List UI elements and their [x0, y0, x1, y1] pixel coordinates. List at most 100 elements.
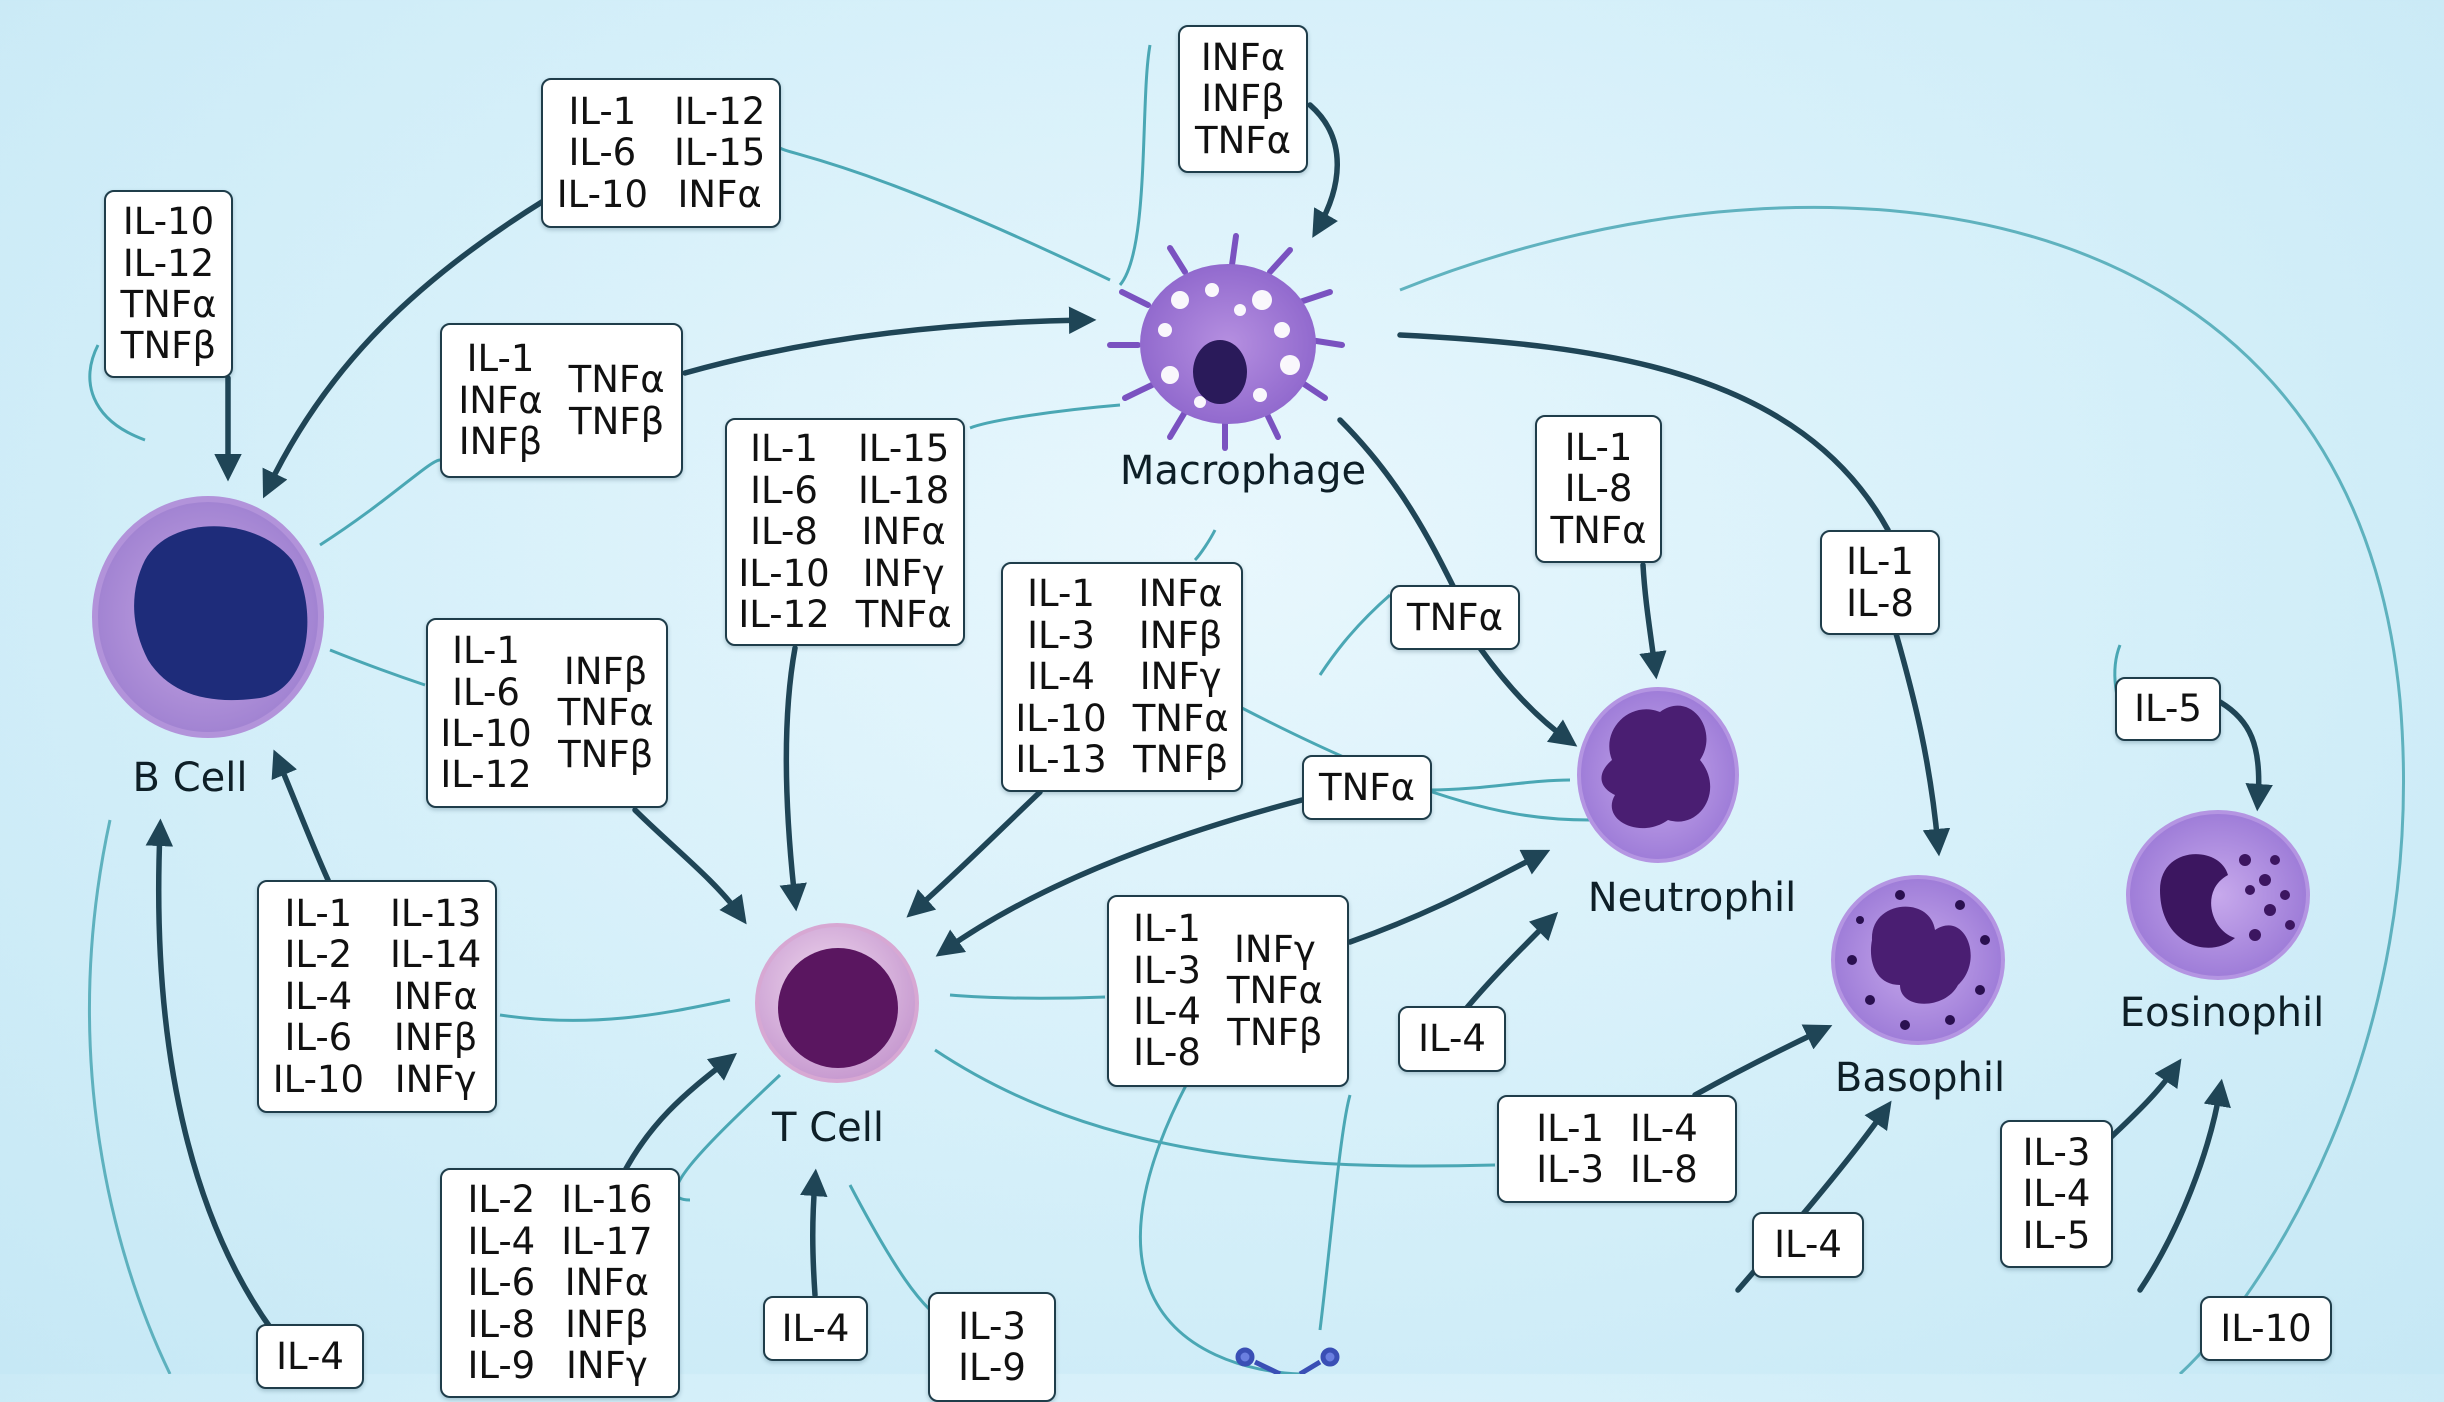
arrow-up-to-neutrophil: [1462, 911, 1559, 1013]
cytokine-label: IL-1: [1846, 540, 1914, 584]
cytokine-label: IL-1: [1564, 425, 1633, 469]
arrow-up-to-bcell: [145, 818, 275, 1333]
cytokine-label: IL-13: [390, 891, 482, 935]
cytokine-label: IL-17: [561, 1219, 653, 1263]
cytokine-box-bottom-to-eosinophil-b: IL-10: [2200, 1296, 2332, 1361]
cytokine-label: IL-14: [390, 933, 482, 977]
cytokine-box-bottom-to-tcell-b: IL-4: [763, 1296, 868, 1361]
cytokine-label: IL-10: [556, 172, 648, 216]
cytokine-label: TNFβ: [1227, 1010, 1323, 1054]
cytokine-label: INFγ: [566, 1344, 648, 1388]
arrow-to-tcell-a: [779, 645, 807, 912]
partial-cell-bottom: [1235, 1347, 1340, 1374]
cytokine-label: IL-4: [1774, 1223, 1842, 1267]
cytokine-column: IL-4: [1418, 1018, 1486, 1060]
cytokine-label: TNFα: [1195, 118, 1291, 162]
cytokine-label: IL-1: [1027, 572, 1095, 616]
cytokine-label: IL-1: [284, 891, 353, 935]
cytokine-label: INFβ: [565, 1302, 649, 1346]
cytokine-label: IL-6: [284, 1016, 353, 1060]
cytokine-label: IL-9: [467, 1344, 536, 1388]
cytokine-label: IL-4: [1027, 655, 1095, 699]
cytokine-label: IL-9: [958, 1346, 1026, 1389]
cytokine-label: IL-1: [568, 89, 637, 133]
cytokine-label: INFα: [1200, 35, 1286, 79]
cytokine-label: IL-1: [466, 337, 535, 381]
cytokine-label: IL-13: [1015, 738, 1107, 782]
cytokine-label: INFβ: [563, 649, 648, 693]
cytokine-label: IL-4: [276, 1334, 344, 1378]
cytokine-label: IL-10: [272, 1057, 364, 1101]
cytokine-label: INFβ: [1138, 613, 1223, 657]
cytokine-label: IL-12: [440, 753, 532, 797]
b-cell: [92, 496, 324, 738]
cytokine-box-eosinophil-self: IL-5: [2115, 677, 2221, 741]
cytokine-label: IL-6: [452, 670, 520, 714]
arrow-bcell-to-tcell: [632, 807, 747, 925]
cytokine-label: IL-10: [122, 200, 215, 244]
outer-rings: [88, 205, 2405, 1374]
cytokine-label: IL-15: [674, 131, 766, 175]
cytokine-box-bottom-to-neutrophil: IL-4: [1398, 1006, 1506, 1072]
cytokine-label: IL-5: [2134, 687, 2202, 731]
cytokine-label: IL-4: [284, 974, 353, 1018]
cytokine-label: TNFβ: [1133, 738, 1229, 782]
cytokine-label: INFβ: [458, 420, 543, 464]
cytokine-label: IL-3: [2022, 1130, 2091, 1174]
cytokine-label: INFβ: [393, 1016, 478, 1060]
t-cell: [755, 923, 919, 1083]
cytokine-label: INFγ: [1233, 927, 1316, 971]
cytokine-label: IL-8: [1846, 581, 1914, 625]
macrophage-cell: [1107, 233, 1345, 451]
cytokine-label: IL-10: [1015, 696, 1107, 740]
cytokine-label: IL-10: [738, 551, 830, 595]
arrow-macrophage-to-neutrophil-line: [1337, 417, 1458, 593]
arrow-eosinophil-self: [2217, 699, 2273, 812]
neutrophil-cell: [1577, 687, 1739, 863]
arrow-to-neutrophil-b: [1477, 645, 1578, 747]
cytokine-label: TNFα: [568, 358, 665, 402]
cytokine-label: IL-4: [1630, 1106, 1698, 1150]
b-cell-label: B Cell: [132, 755, 248, 801]
cytokine-box-bottom-to-basophil: IL-4: [1752, 1212, 1864, 1278]
cytokine-label: IL-3: [1027, 613, 1095, 657]
cytokine-label: IL-8: [750, 510, 818, 554]
cytokine-label: IL-3: [958, 1304, 1026, 1348]
cytokine-label: IL-6: [750, 468, 818, 512]
neutrophil-label: Neutrophil: [1587, 875, 1797, 921]
arrow-macrophage-to-bcell: [262, 197, 548, 499]
cytokine-label: INFα: [458, 378, 543, 422]
basophil-label: Basophil: [1834, 1055, 2006, 1101]
arrow-to-basophil-line: [1397, 332, 1891, 533]
arrow-neutrophil-to-tcell: [935, 797, 1305, 957]
signal-arrows: [145, 102, 2273, 1333]
cytokine-column: IL-5: [2134, 687, 2202, 731]
arrow-up-to-tcell-a: [617, 1052, 737, 1183]
arrow-macrophage-self: [1307, 102, 1340, 238]
cytokine-label: IL-1: [452, 629, 520, 673]
cytokine-label: IL-4: [467, 1219, 536, 1263]
cytokine-label: IL-3: [1133, 948, 1201, 992]
arrow-up-to-tcell-b: [800, 1168, 828, 1298]
eosinophil-cell: [2126, 810, 2310, 980]
cytokine-label: IL-4: [781, 1306, 850, 1350]
